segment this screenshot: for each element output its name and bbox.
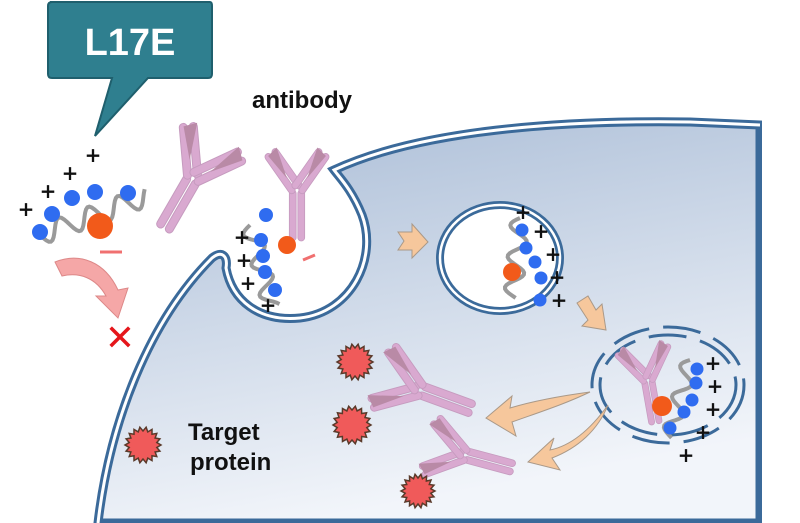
hydrophobic-residue (87, 213, 113, 239)
positive-charge: + (234, 225, 251, 249)
positive-charge: + (705, 397, 722, 421)
hydrophobic-residue (652, 396, 672, 416)
positive-charge: + (40, 179, 57, 203)
positive-charge: + (240, 271, 257, 295)
blocked-x-icon: ✕ (105, 318, 135, 359)
positive-charge: + (695, 420, 712, 444)
positive-charge: + (551, 288, 568, 312)
arrow-icon (576, 295, 607, 331)
cationic-residue (259, 208, 273, 222)
positive-charge: + (260, 293, 277, 317)
l17e-label: L17E (85, 22, 176, 64)
positive-charge: + (236, 248, 253, 272)
antibody-icon (264, 147, 330, 242)
positive-charge: + (62, 161, 79, 185)
positive-charge: + (549, 265, 566, 289)
hydrophobic-residue (278, 236, 296, 254)
cationic-residue (690, 362, 704, 376)
cationic-residue (120, 185, 136, 201)
antibody-icon (156, 122, 247, 234)
antibody-icon (614, 339, 672, 426)
cationic-residue (258, 265, 272, 279)
antibody-icon (418, 414, 516, 478)
cationic-residue (87, 184, 103, 200)
cationic-residue (519, 241, 533, 255)
target-protein (123, 425, 163, 465)
positive-charge: + (85, 143, 102, 167)
cationic-residue (268, 283, 282, 297)
cationic-residue (533, 293, 547, 307)
peptide-helix (503, 216, 529, 300)
arrow-icon (526, 404, 609, 471)
positive-charge: + (18, 197, 35, 221)
cationic-residue (44, 206, 60, 222)
target-protein (335, 342, 375, 382)
arrow-icon (485, 391, 591, 438)
peptide-helix (241, 223, 281, 306)
positive-charge: + (678, 443, 695, 467)
antibody-label: antibody (252, 87, 353, 114)
arrow-icon (397, 222, 429, 260)
l17e-callout: L17E (47, 0, 213, 137)
target-protein-label-line1: Target (188, 419, 260, 446)
positive-charge: + (705, 351, 722, 375)
target-protein (331, 404, 373, 446)
cationic-residue (254, 233, 268, 247)
cationic-residue (534, 271, 548, 285)
ruptured-endosome (590, 325, 746, 445)
cell-membrane-inner (96, 120, 761, 523)
cationic-residue (689, 376, 703, 390)
positive-charge: + (515, 200, 532, 224)
peptide-helix (38, 188, 147, 244)
blocked-arrow: ✕ (54, 257, 135, 359)
cationic-residue (663, 421, 677, 435)
positive-charge: + (545, 242, 562, 266)
cationic-residue (64, 190, 80, 206)
cationic-residue (528, 255, 542, 269)
positive-charge: + (707, 374, 724, 398)
negative-charge (302, 253, 316, 262)
cationic-residue (685, 393, 699, 407)
cationic-residue (677, 405, 691, 419)
positive-charge: + (533, 219, 550, 243)
cationic-residue (256, 249, 270, 263)
flow-arrows (397, 222, 609, 471)
target-protein (399, 472, 437, 510)
cationic-residue (515, 223, 529, 237)
hydrophobic-residue (503, 263, 521, 281)
cationic-residue (32, 224, 48, 240)
antibody-icon (367, 343, 476, 417)
target-protein-label-line2: protein (190, 449, 271, 476)
